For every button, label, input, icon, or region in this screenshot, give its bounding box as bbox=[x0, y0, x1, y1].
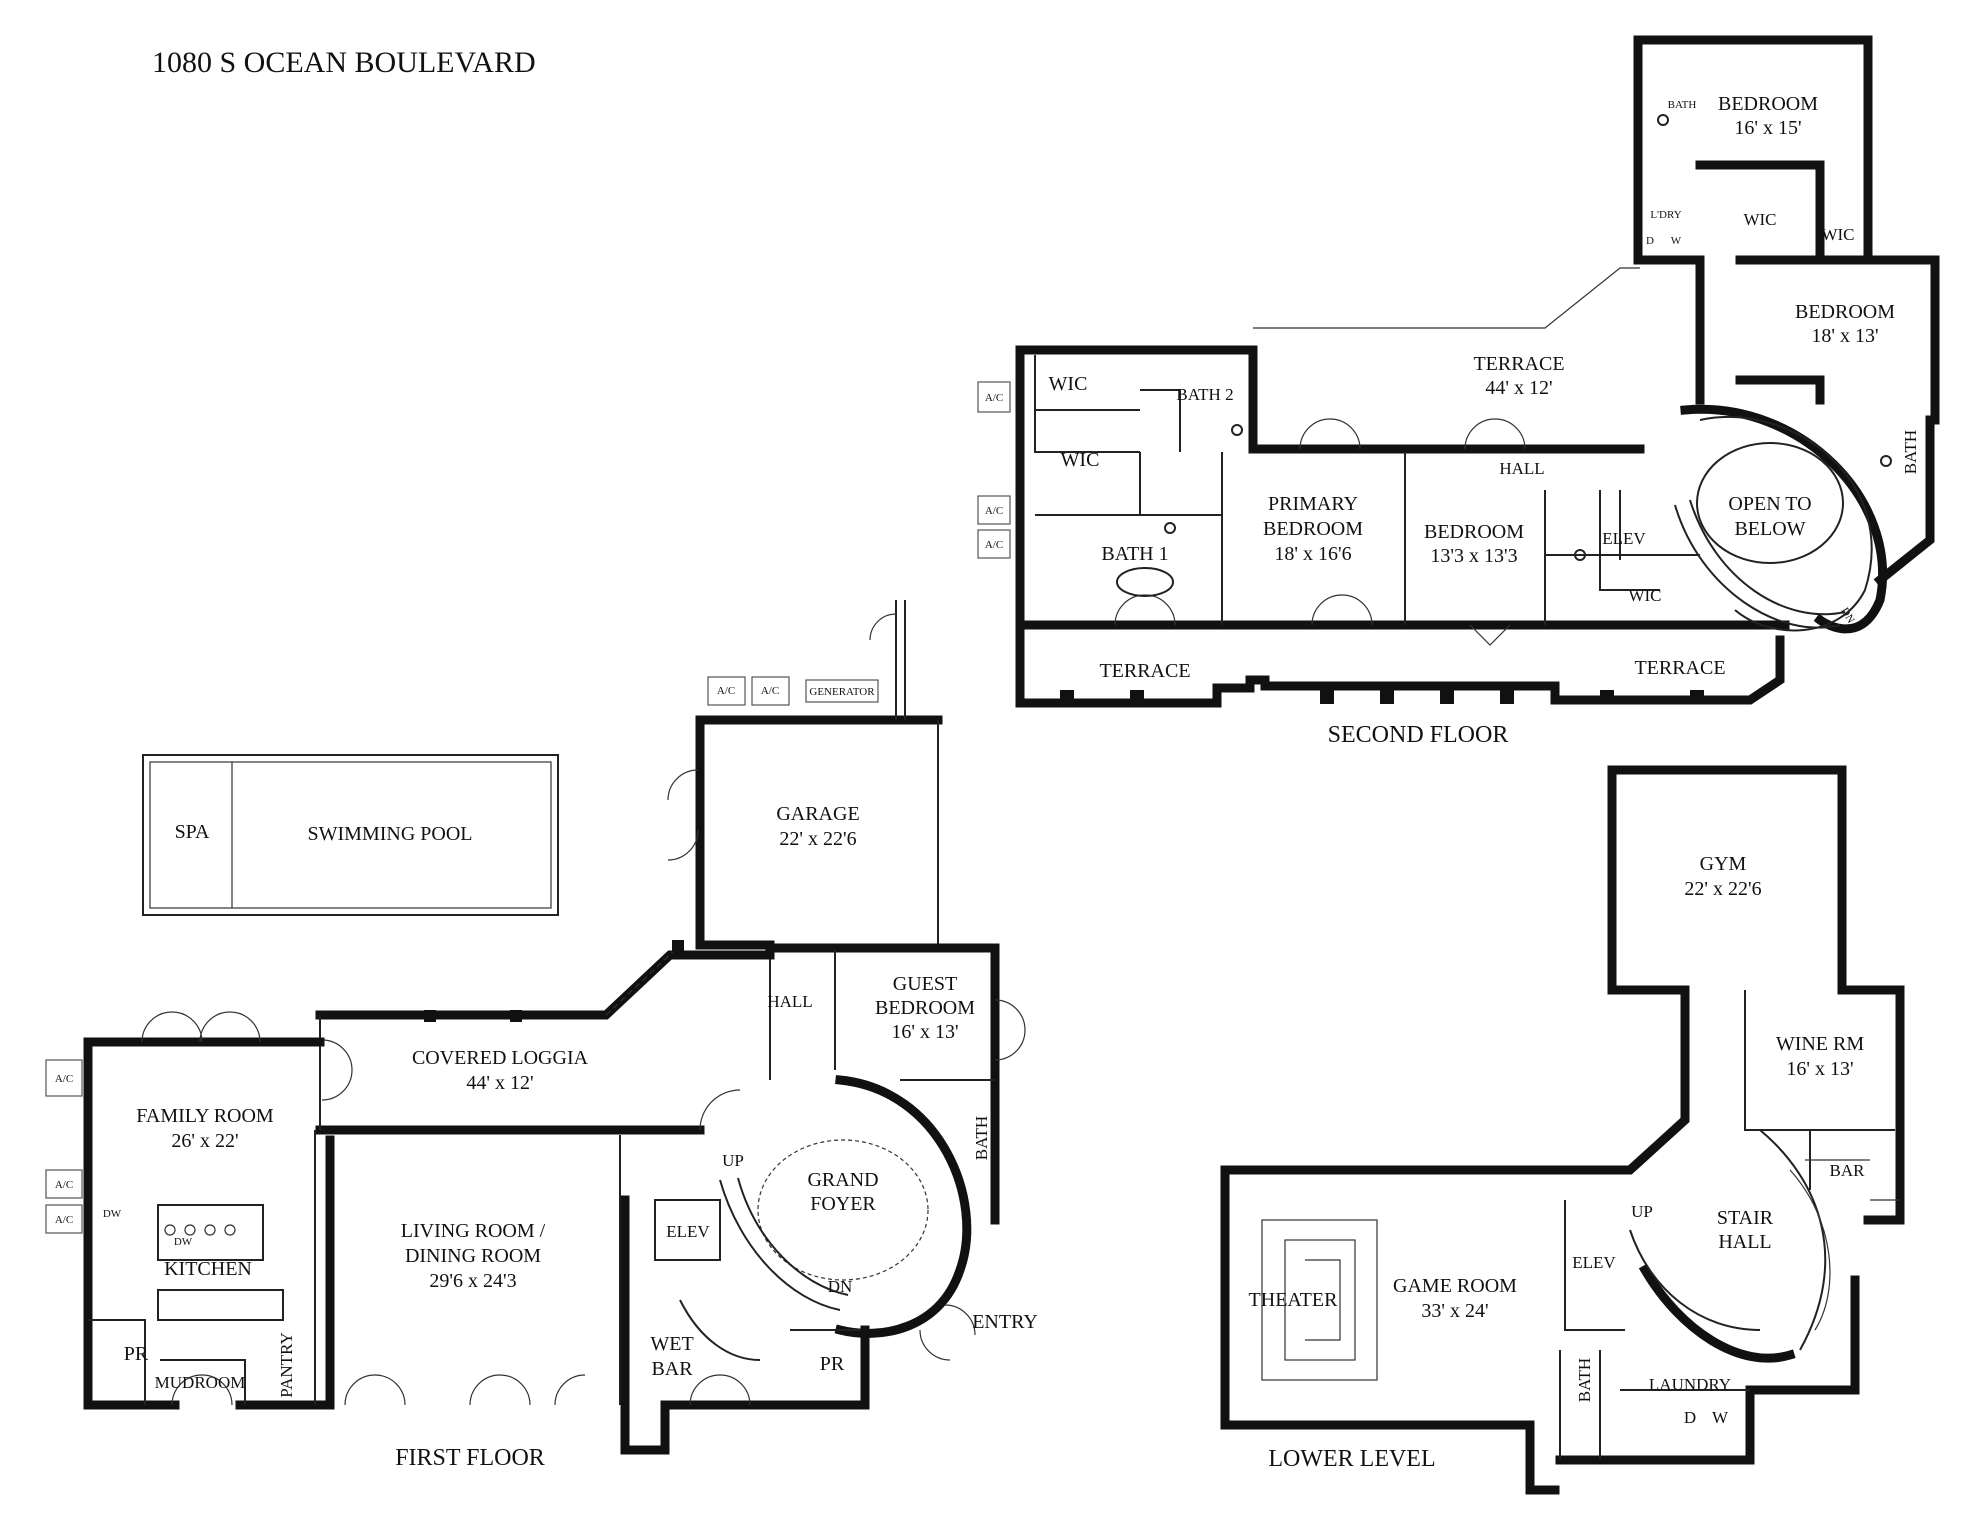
second-bedroom-ne-dim: 16' x 15' bbox=[1734, 117, 1801, 139]
first-ac-a: A/C bbox=[717, 685, 735, 697]
plan-title: 1080 S OCEAN BOULEVARD bbox=[152, 46, 536, 79]
second-bath-ne-label: BATH bbox=[1668, 99, 1697, 111]
first-loggia-dim: 44' x 12' bbox=[466, 1072, 533, 1094]
first-living-label-1: LIVING ROOM / bbox=[401, 1220, 546, 1242]
first-dw1-label: DW bbox=[103, 1208, 122, 1220]
first-wet-label-1: WET bbox=[650, 1333, 693, 1355]
second-dryer-label: D bbox=[1646, 235, 1654, 247]
first-bath-label: BATH bbox=[972, 1116, 991, 1160]
second-wic-2-label: WIC bbox=[1061, 449, 1100, 471]
second-bedroom-c-label: BEDROOM bbox=[1424, 521, 1524, 543]
lower-game-label: GAME ROOM bbox=[1393, 1275, 1517, 1297]
lower-up-label: UP bbox=[1631, 1202, 1653, 1221]
second-primary-label-1: PRIMARY bbox=[1268, 493, 1358, 515]
lower-dryer-label: D bbox=[1684, 1408, 1696, 1427]
first-guest-dim: 16' x 13' bbox=[891, 1021, 958, 1043]
second-elev-label: ELEV bbox=[1602, 529, 1646, 548]
first-guest-label-1: GUEST bbox=[893, 973, 957, 995]
lower-game-dim: 33' x 24' bbox=[1421, 1300, 1488, 1322]
second-wic-b-label: WIC bbox=[1821, 225, 1854, 244]
first-entry-label: ENTRY bbox=[972, 1311, 1038, 1333]
lower-gym-label: GYM bbox=[1700, 853, 1747, 875]
second-ldry-label: L'DRY bbox=[1650, 209, 1681, 221]
second-floor-name: SECOND FLOOR bbox=[1328, 722, 1509, 748]
second-ac-3: A/C bbox=[985, 539, 1003, 551]
first-hall-label: HALL bbox=[767, 992, 812, 1011]
first-ac-left-2: A/C bbox=[55, 1179, 73, 1191]
first-elev-label: ELEV bbox=[666, 1222, 710, 1241]
lower-theater-label: THEATER bbox=[1249, 1289, 1339, 1311]
lower-laundry-label: LAUNDRY bbox=[1649, 1375, 1731, 1394]
first-spa-label: SPA bbox=[175, 821, 210, 843]
first-pr-left-label: PR bbox=[124, 1343, 149, 1365]
second-bath-e-label: BATH bbox=[1901, 430, 1920, 474]
first-living-label-2: DINING ROOM bbox=[405, 1245, 541, 1267]
lower-stair-label-2: HALL bbox=[1718, 1231, 1771, 1253]
first-living-dim: 29'6 x 24'3 bbox=[429, 1270, 516, 1292]
first-generator: GENERATOR bbox=[809, 686, 875, 698]
first-mudroom-label: MUDROOM bbox=[155, 1373, 246, 1392]
first-pantry-label: PANTRY bbox=[277, 1332, 296, 1398]
lower-bath-label: BATH bbox=[1575, 1358, 1594, 1402]
second-hall-label: HALL bbox=[1499, 459, 1544, 478]
first-loggia-label: COVERED LOGGIA bbox=[412, 1047, 589, 1069]
first-pool-label: SWIMMING POOL bbox=[308, 823, 473, 845]
first-ac-left-3: A/C bbox=[55, 1214, 73, 1226]
first-dn-label: DN bbox=[828, 1277, 853, 1296]
lower-wine-label: WINE RM bbox=[1776, 1033, 1865, 1055]
second-terrace-sw-label: TERRACE bbox=[1099, 660, 1190, 682]
second-open-label-1: OPEN TO bbox=[1728, 493, 1811, 515]
second-bedroom-c-dim: 13'3 x 13'3 bbox=[1430, 545, 1517, 567]
second-dn-label: DN bbox=[1838, 606, 1856, 626]
first-floor: SPA SWIMMING POOL A/C A/C GENERATOR A/C … bbox=[45, 600, 1038, 1471]
first-kitchen-label: KITCHEN bbox=[164, 1258, 252, 1280]
second-floor: A/C A/C A/C BEDROOM 16' x 15' BATH L'DRY… bbox=[977, 35, 1940, 748]
first-garage-dim: 22' x 22'6 bbox=[779, 828, 856, 850]
second-wic-3-label: WIC bbox=[1628, 586, 1661, 605]
lower-stair-label-1: STAIR bbox=[1717, 1207, 1774, 1229]
lower-gym-dim: 22' x 22'6 bbox=[1684, 878, 1761, 900]
second-bedroom-e-label: BEDROOM bbox=[1795, 301, 1895, 323]
first-guest-label-2: BEDROOM bbox=[875, 997, 975, 1019]
lower-level-name: LOWER LEVEL bbox=[1268, 1446, 1435, 1472]
lower-washer-label: W bbox=[1712, 1408, 1729, 1427]
second-washer-label: W bbox=[1671, 235, 1682, 247]
second-ac-2: A/C bbox=[985, 505, 1003, 517]
second-terrace-n-dim: 44' x 12' bbox=[1485, 377, 1552, 399]
second-bath1-label: BATH 1 bbox=[1101, 543, 1168, 565]
second-primary-label-2: BEDROOM bbox=[1263, 518, 1363, 540]
first-ac-left-1: A/C bbox=[55, 1073, 73, 1085]
first-garage-label: GARAGE bbox=[776, 803, 859, 825]
second-ac-1: A/C bbox=[985, 392, 1003, 404]
second-primary-dim: 18' x 16'6 bbox=[1274, 543, 1351, 565]
second-wic-a-label: WIC bbox=[1743, 210, 1776, 229]
first-grand-label-2: FOYER bbox=[810, 1193, 876, 1215]
lower-level: GYM 22' x 22'6 WINE RM 16' x 13' BAR STA… bbox=[1220, 765, 1905, 1495]
second-bedroom-e-dim: 18' x 13' bbox=[1811, 325, 1878, 347]
first-family-dim: 26' x 22' bbox=[171, 1130, 238, 1152]
first-ac-b: A/C bbox=[761, 685, 779, 697]
second-bedroom-ne-label: BEDROOM bbox=[1718, 93, 1818, 115]
second-wic-1-label: WIC bbox=[1049, 373, 1088, 395]
first-grand-label-1: GRAND bbox=[807, 1169, 878, 1191]
second-bath2-label: BATH 2 bbox=[1176, 385, 1233, 404]
first-dw2-label: DW bbox=[174, 1236, 193, 1248]
second-terrace-n-label: TERRACE bbox=[1473, 353, 1564, 375]
lower-elev-label: ELEV bbox=[1572, 1253, 1616, 1272]
first-up-label: UP bbox=[722, 1151, 744, 1170]
first-floor-name: FIRST FLOOR bbox=[395, 1445, 545, 1471]
lower-bar-label: BAR bbox=[1830, 1161, 1866, 1180]
first-pr-right-label: PR bbox=[820, 1353, 845, 1375]
second-terrace-se-label: TERRACE bbox=[1634, 657, 1725, 679]
first-family-label: FAMILY ROOM bbox=[136, 1105, 274, 1127]
lower-wine-dim: 16' x 13' bbox=[1786, 1058, 1853, 1080]
second-open-label-2: BELOW bbox=[1734, 518, 1805, 540]
first-wet-label-2: BAR bbox=[651, 1358, 693, 1380]
